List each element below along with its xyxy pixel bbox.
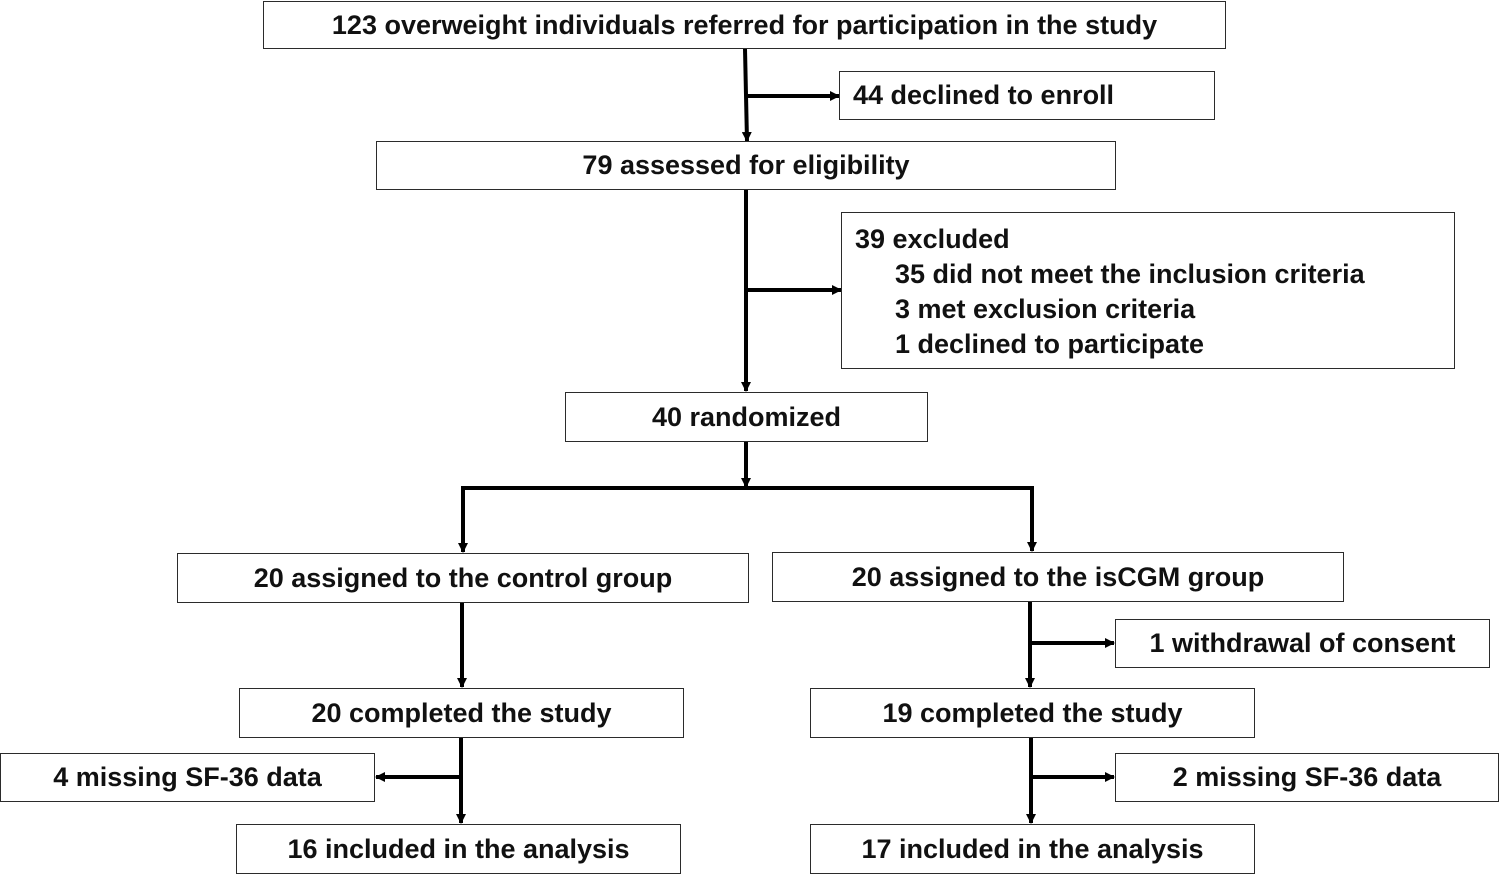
declined-enroll-label: 44 declined to enroll: [853, 80, 1115, 110]
iscgm-assigned-label: 20 assigned to the isCGM group: [851, 561, 1265, 592]
control-completed-box: 20 completed the study: [239, 688, 684, 738]
iscgm-assigned-box: 20 assigned to the isCGM group: [772, 552, 1344, 602]
iscgm-completed-box: 19 completed the study: [810, 688, 1255, 738]
randomized-label: 40 randomized: [651, 401, 842, 432]
excluded-title: 39 excluded: [855, 224, 1010, 254]
control-missing-box: 4 missing SF-36 data: [0, 753, 375, 802]
control-analysis-box: 16 included in the analysis: [236, 824, 681, 874]
iscgm-withdrawal-box: 1 withdrawal of consent: [1115, 619, 1490, 668]
iscgm-withdrawal-label: 1 withdrawal of consent: [1149, 628, 1456, 658]
declined-enroll-box: 44 declined to enroll: [839, 71, 1215, 120]
excluded-reason: 3 met exclusion criteria: [895, 294, 1196, 324]
control-missing-label: 4 missing SF-36 data: [53, 762, 322, 792]
iscgm-analysis-box: 17 included in the analysis: [810, 824, 1255, 874]
control-completed-label: 20 completed the study: [311, 697, 612, 728]
control-assigned-box: 20 assigned to the control group: [177, 553, 749, 603]
iscgm-completed-label: 19 completed the study: [882, 697, 1183, 728]
control-analysis-label: 16 included in the analysis: [287, 833, 630, 864]
connector-referred-to-assessed: [741, 48, 752, 142]
assessed-box: 79 assessed for eligibility: [376, 141, 1116, 190]
iscgm-analysis-label: 17 included in the analysis: [861, 833, 1204, 864]
assessed-label: 79 assessed for eligibility: [582, 150, 910, 180]
excluded-reason: 35 did not meet the inclusion criteria: [895, 259, 1365, 289]
iscgm-missing-box: 2 missing SF-36 data: [1115, 753, 1499, 802]
excluded-reason: 1 declined to participate: [895, 329, 1205, 359]
control-assigned-label: 20 assigned to the control group: [253, 562, 673, 593]
iscgm-missing-label: 2 missing SF-36 data: [1172, 762, 1442, 792]
referred-label: 123 overweight individuals referred for …: [331, 9, 1158, 40]
excluded-box: 39 excluded 35 did not meet the inclusio…: [841, 212, 1455, 369]
referred-box: 123 overweight individuals referred for …: [263, 1, 1226, 49]
randomized-box: 40 randomized: [565, 392, 928, 442]
